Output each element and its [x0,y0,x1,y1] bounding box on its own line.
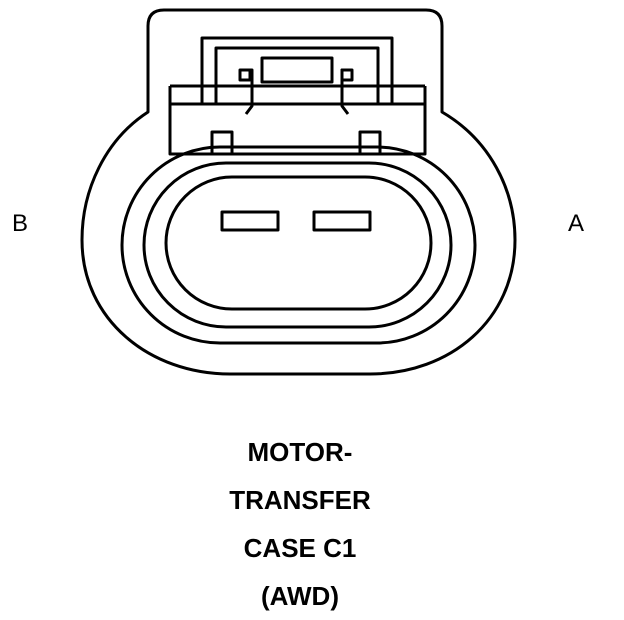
caption-line-2: TRANSFER [229,485,371,515]
connector-latch-assembly [168,36,427,156]
pin-label-b: B [12,210,29,237]
connector-middle-ring [120,145,477,345]
caption-line-3: CASE C1 [243,533,357,563]
connector-caption: MOTOR- TRANSFER CASE C1 (AWD) [0,428,600,620]
connector-inner-ring [142,161,453,329]
caption-line-1: MOTOR- [247,437,353,467]
terminal-a-slot [312,210,372,232]
connector-pin-cavity [164,175,433,311]
terminal-b-slot [220,210,280,232]
caption-line-4: (AWD) [261,581,339,611]
connector-housing-outline [80,8,517,376]
connector-face-diagram [80,8,517,376]
pin-label-a: A [568,210,585,237]
